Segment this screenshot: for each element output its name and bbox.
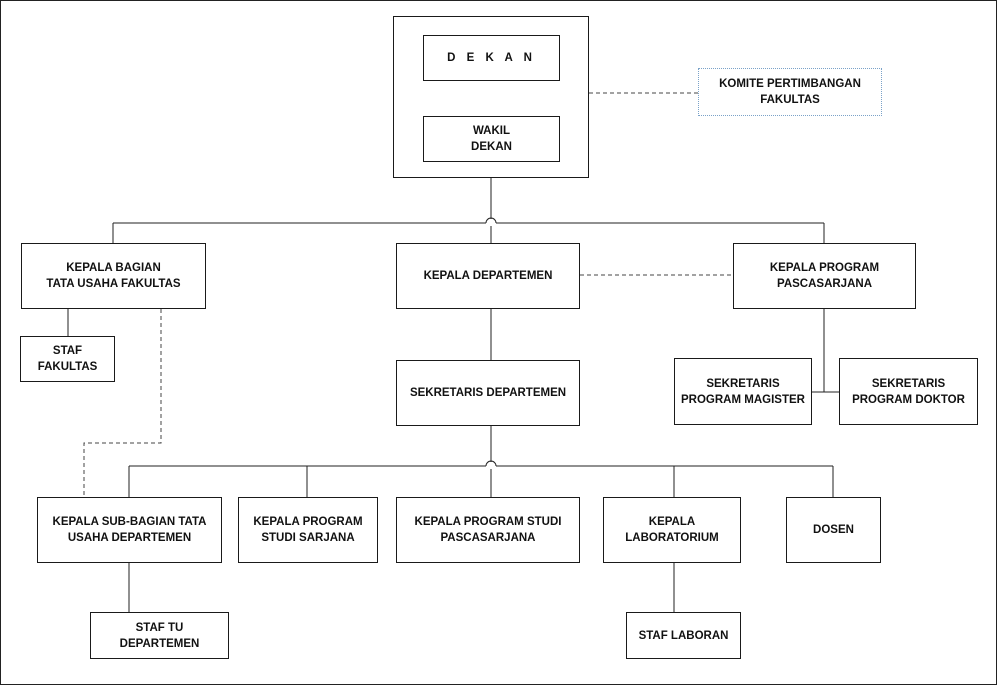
box-kepala-departemen: KEPALA DEPARTEMEN — [396, 243, 580, 309]
box-sekretaris-program-doktor: SEKRETARIS PROGRAM DOKTOR — [839, 358, 978, 425]
box-kepala-prodi-sarjana: KEPALA PROGRAM STUDI SARJANA — [238, 497, 378, 563]
box-komite-pertimbangan: KOMITE PERTIMBANGAN FAKULTAS — [698, 68, 882, 116]
box-staf-tu-departemen: STAF TU DEPARTEMEN — [90, 612, 229, 659]
box-kepala-laboratorium: KEPALA LABORATORIUM — [603, 497, 741, 563]
box-sekretaris-program-magister: SEKRETARIS PROGRAM MAGISTER — [674, 358, 812, 425]
box-dosen: DOSEN — [786, 497, 881, 563]
box-kepala-bagian-tu: KEPALA BAGIAN TATA USAHA FAKULTAS — [21, 243, 206, 309]
box-kepala-program-pascasarjana: KEPALA PROGRAM PASCASARJANA — [733, 243, 916, 309]
box-wakil-dekan: WAKIL DEKAN — [423, 116, 560, 162]
box-sekretaris-departemen: SEKRETARIS DEPARTEMEN — [396, 360, 580, 426]
box-staf-fakultas: STAF FAKULTAS — [20, 336, 115, 382]
box-kepala-subbagian-tu: KEPALA SUB-BAGIAN TATA USAHA DEPARTEMEN — [37, 497, 222, 563]
box-dekan: D E K A N — [423, 35, 560, 81]
box-staf-laboran: STAF LABORAN — [626, 612, 741, 659]
box-kepala-prodi-pascasarjana: KEPALA PROGRAM STUDI PASCASARJANA — [396, 497, 580, 563]
